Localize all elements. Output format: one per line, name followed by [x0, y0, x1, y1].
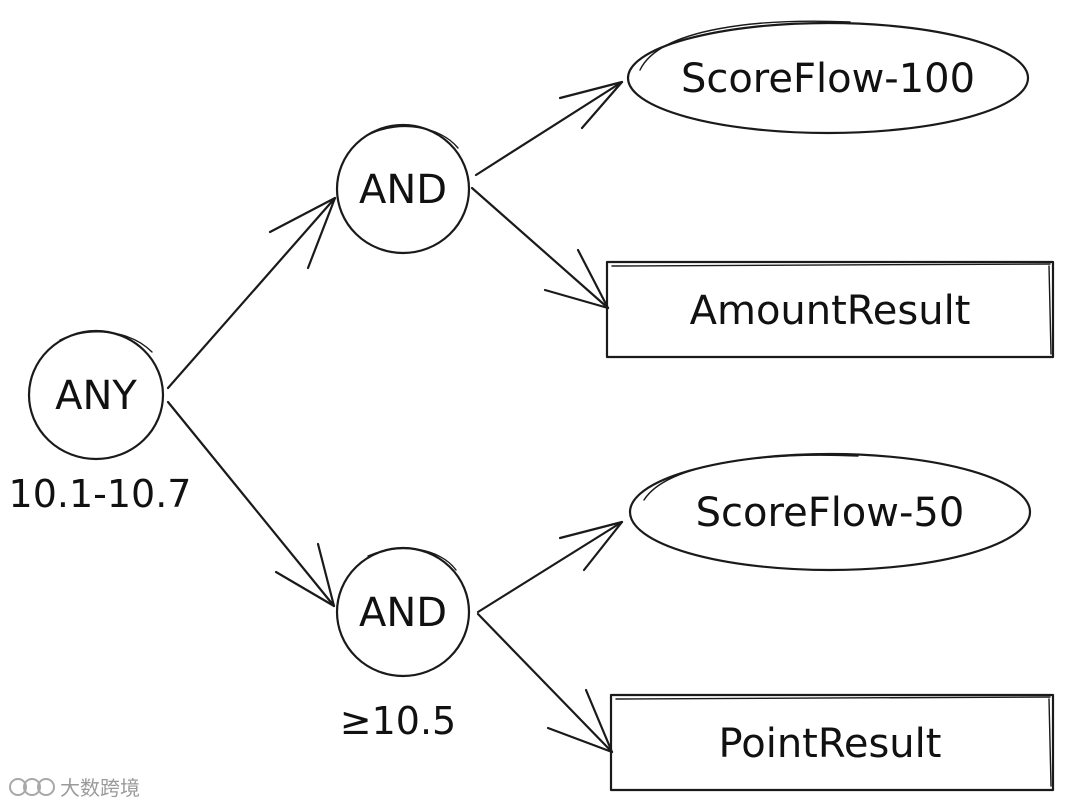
- scoreflow-50-label: ScoreFlow-50: [696, 490, 965, 536]
- any-node-label: ANY: [55, 373, 137, 419]
- edge-any-to-and-bottom: [166, 400, 336, 608]
- scoreflow-50-node: ScoreFlow-50: [628, 452, 1032, 572]
- point-result-node: PointResult: [609, 693, 1055, 792]
- watermark: 大数跨境: [9, 776, 140, 800]
- edge-and-bottom-to-point-result: [476, 612, 614, 754]
- watermark-logo-icon: [9, 778, 55, 796]
- and-bottom-node: AND: [335, 546, 471, 678]
- scoreflow-100-node: ScoreFlow-100: [626, 20, 1030, 135]
- any-node-caption: 10.1-10.7: [9, 472, 192, 516]
- and-top-node: AND: [335, 123, 471, 255]
- edge-and-bottom-to-scoreflow-50: [476, 520, 624, 614]
- amount-result-node: AmountResult: [605, 260, 1055, 359]
- amount-result-label: AmountResult: [690, 288, 971, 334]
- any-node: ANY: [27, 329, 165, 461]
- and-bottom-node-label: AND: [359, 590, 447, 636]
- and-top-node-label: AND: [359, 167, 447, 213]
- watermark-text: 大数跨境: [60, 776, 140, 800]
- point-result-label: PointResult: [719, 721, 942, 767]
- scoreflow-100-label: ScoreFlow-100: [681, 56, 975, 102]
- and-bottom-node-caption: ≥10.5: [340, 699, 456, 743]
- edge-and-top-to-amount-result: [470, 186, 610, 310]
- edge-and-top-to-scoreflow-100: [474, 80, 624, 177]
- edge-any-to-and-top: [166, 196, 337, 390]
